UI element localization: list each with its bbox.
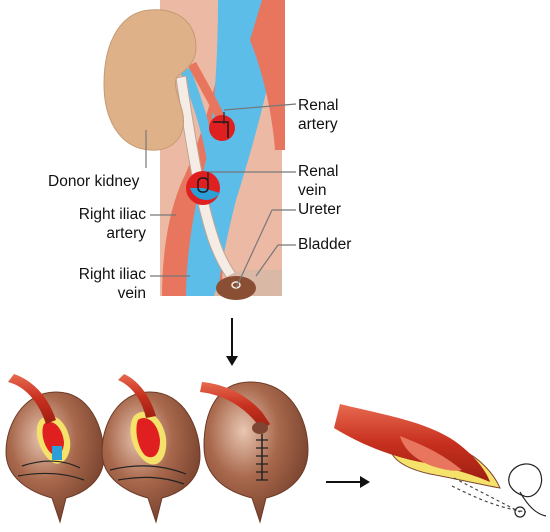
bladder-step-3 <box>200 381 309 524</box>
bladder-label: Bladder <box>298 236 352 253</box>
bladder-step-2 <box>101 374 201 524</box>
renal-artery-label: Renal artery <box>298 97 339 133</box>
right-iliac-artery-label: Right iliac artery <box>78 206 146 242</box>
iliac-artery-branch <box>250 0 285 150</box>
renal-artery-anastomosis <box>209 115 235 141</box>
leader-lines <box>145 103 297 289</box>
right-iliac-vein-label: Right iliac vein <box>78 266 146 302</box>
bladder-step-1 <box>5 374 105 524</box>
ureter-label: Ureter <box>298 201 342 218</box>
donor-kidney-label: Donor kidney <box>48 173 140 190</box>
top-anatomy <box>103 0 285 300</box>
renal-vein-label: Renal vein <box>298 163 339 199</box>
donor-kidney <box>103 9 197 151</box>
right-arrow <box>326 476 370 488</box>
renal-artery-vessel <box>188 62 228 128</box>
renal-vein-vessel <box>180 68 220 185</box>
down-arrow <box>226 318 238 366</box>
anastomosis-cross-section <box>334 404 547 518</box>
